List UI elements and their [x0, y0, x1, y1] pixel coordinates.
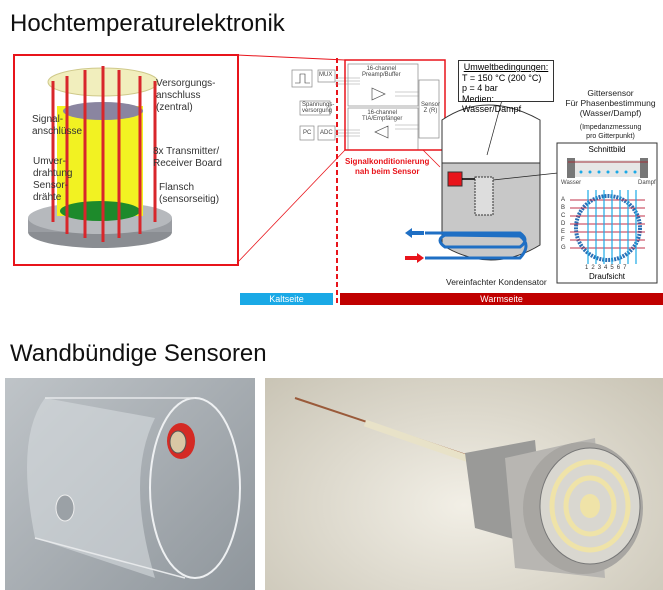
column-label: 5: [610, 265, 614, 271]
cooling-coil: [425, 231, 528, 260]
tia-label: 16-channel TIA/Empfänger: [362, 110, 403, 122]
label-rewiring: Umver- drahtung Sensor- drähte: [33, 156, 73, 203]
row-label: B: [561, 205, 566, 211]
signal-conditioning-box: [344, 59, 446, 151]
section-title-high-temp-electronics: Hochtemperaturelektronik: [10, 10, 285, 37]
column-label: 7: [623, 265, 627, 271]
mux-label: MUX: [319, 72, 333, 78]
electronics-cad-figure: Versorgungs- anschluss (zentral) Signal-…: [13, 54, 239, 266]
column-label: 2: [591, 265, 595, 271]
row-label: G: [561, 245, 566, 251]
label-transmitter-boards: 8x Transmitter/ Receiver Board: [153, 146, 222, 169]
conditions-temperature: T = 150 °C (200 °C): [462, 72, 542, 83]
column-label: 1: [585, 265, 589, 271]
label-signal-connections: Signal- anschlüsse: [32, 114, 83, 137]
power-supply-label: Spannungs- versorgung: [302, 102, 335, 114]
water-label: Wasser: [561, 180, 582, 186]
cold-side-bar: Kaltseite: [240, 293, 333, 305]
electronics-box: [447, 171, 463, 187]
section-title-flush-sensors: Wandbündige Sensoren: [10, 340, 267, 367]
system-diagram: [236, 54, 658, 305]
label-flange: Flansch (sensorseitig): [159, 182, 220, 205]
outflow-arrow: [412, 231, 424, 235]
pc-label: PC: [303, 130, 312, 136]
flush-sensor-drawing: [294, 397, 643, 578]
conditions-heading: Umweltbedingungen:: [463, 62, 549, 72]
column-label: 6: [616, 265, 621, 271]
grid-sensor-title: Gittersensor Für Phasenbestimmung (Wasse…: [565, 88, 656, 118]
conditions-media: Medien: Wasser/Dampf: [462, 93, 522, 115]
grid-sensor-top-view: [574, 194, 642, 262]
warm-side-bar: Warmseite: [340, 293, 663, 305]
signal-conditioning-note: Signalkonditionierung nah beim Sensor: [345, 157, 430, 176]
row-label: E: [561, 229, 566, 235]
adc-label: ADC: [320, 130, 333, 136]
row-label: D: [561, 221, 566, 227]
grid-sensor-note: (Impedanzmessung pro Gitterpunkt): [579, 124, 642, 140]
environment-conditions-box: Umweltbedingungen: T = 150 °C (200 °C) p…: [458, 60, 554, 114]
electronics-cad-drawing: [28, 66, 172, 248]
sensor-label: Sensor Z (R): [421, 102, 441, 114]
pipe-render-drawing: [27, 397, 241, 579]
pipe-sensor-render: [5, 378, 255, 590]
flush-sensor-photo: [265, 378, 663, 590]
section-view-title: Schnittbild: [588, 145, 626, 154]
condenser-label: Vereinfachter Kondensator: [446, 277, 547, 287]
grid-sensor-in-condenser: [474, 176, 494, 216]
preamp-label: 16-channel Preamp/Buffer: [362, 66, 401, 78]
top-view-label: Draufsicht: [588, 272, 625, 281]
column-label: 3: [597, 265, 602, 271]
label-supply-connection: Versorgungs- anschluss (zentral): [156, 78, 216, 113]
conditions-pressure: p = 4 bar: [462, 83, 498, 93]
row-label: C: [561, 213, 566, 219]
row-label: A: [561, 197, 566, 203]
column-label: 4: [604, 265, 608, 271]
inflow-arrow: [405, 256, 417, 260]
row-label: F: [561, 237, 565, 243]
steam-label: Dampf: [638, 180, 656, 186]
